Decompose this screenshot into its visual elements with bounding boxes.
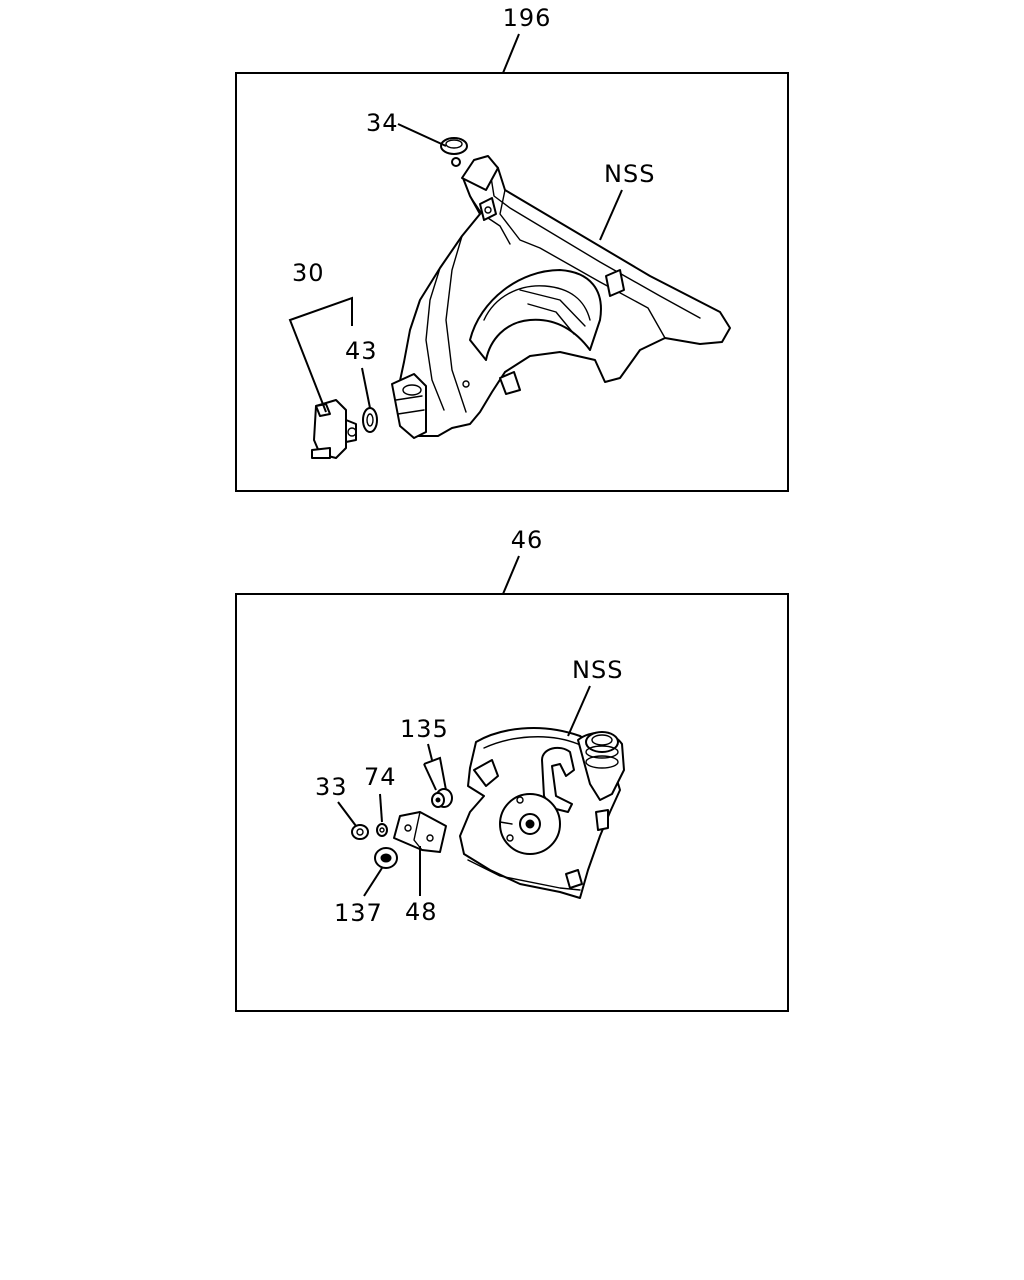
leader-43 [361, 367, 371, 409]
assembly-label-196: 196 [503, 4, 552, 32]
assembly-label-46: 46 [511, 526, 544, 554]
callout-48: 48 [405, 898, 438, 926]
panel-frame-top [235, 72, 789, 492]
washer-74 [376, 823, 388, 837]
panel-bottom: 46 NSS [235, 526, 789, 1012]
assembly-leader-top [502, 33, 520, 74]
leader-30 [288, 296, 353, 413]
leader-34 [397, 123, 447, 147]
panel-top: 196 [235, 4, 789, 492]
panel-frame-bottom [235, 593, 789, 1012]
reservoir-cap-34 [440, 137, 468, 167]
assembly-leader-bottom [502, 555, 520, 595]
bracket-48 [393, 811, 447, 853]
callout-74: 74 [364, 763, 397, 791]
grommet-43 [362, 407, 378, 433]
callout-33: 33 [315, 773, 348, 801]
leader-135a [423, 756, 447, 791]
leader-nss-motor [567, 685, 591, 737]
seal-137 [374, 847, 398, 869]
leader-137 [363, 867, 383, 897]
washer-tank [391, 157, 731, 439]
nut-33 [351, 824, 369, 840]
leader-33 [337, 801, 357, 827]
callout-30: 30 [292, 259, 325, 287]
callout-nss-motor: NSS [572, 656, 623, 684]
callout-43: 43 [345, 337, 378, 365]
leader-74 [379, 793, 383, 823]
callout-nss-tank: NSS [604, 160, 655, 188]
callout-34: 34 [366, 109, 399, 137]
leader-135b [423, 763, 437, 791]
filler-neck [461, 155, 499, 191]
wiper-motor [459, 727, 625, 899]
leader-nss-tank [599, 189, 623, 241]
washer-pump-30 [311, 399, 357, 459]
bushing-135 [431, 788, 453, 808]
callout-135: 135 [400, 715, 449, 743]
callout-137: 137 [334, 899, 383, 927]
leader-135c [427, 743, 433, 761]
